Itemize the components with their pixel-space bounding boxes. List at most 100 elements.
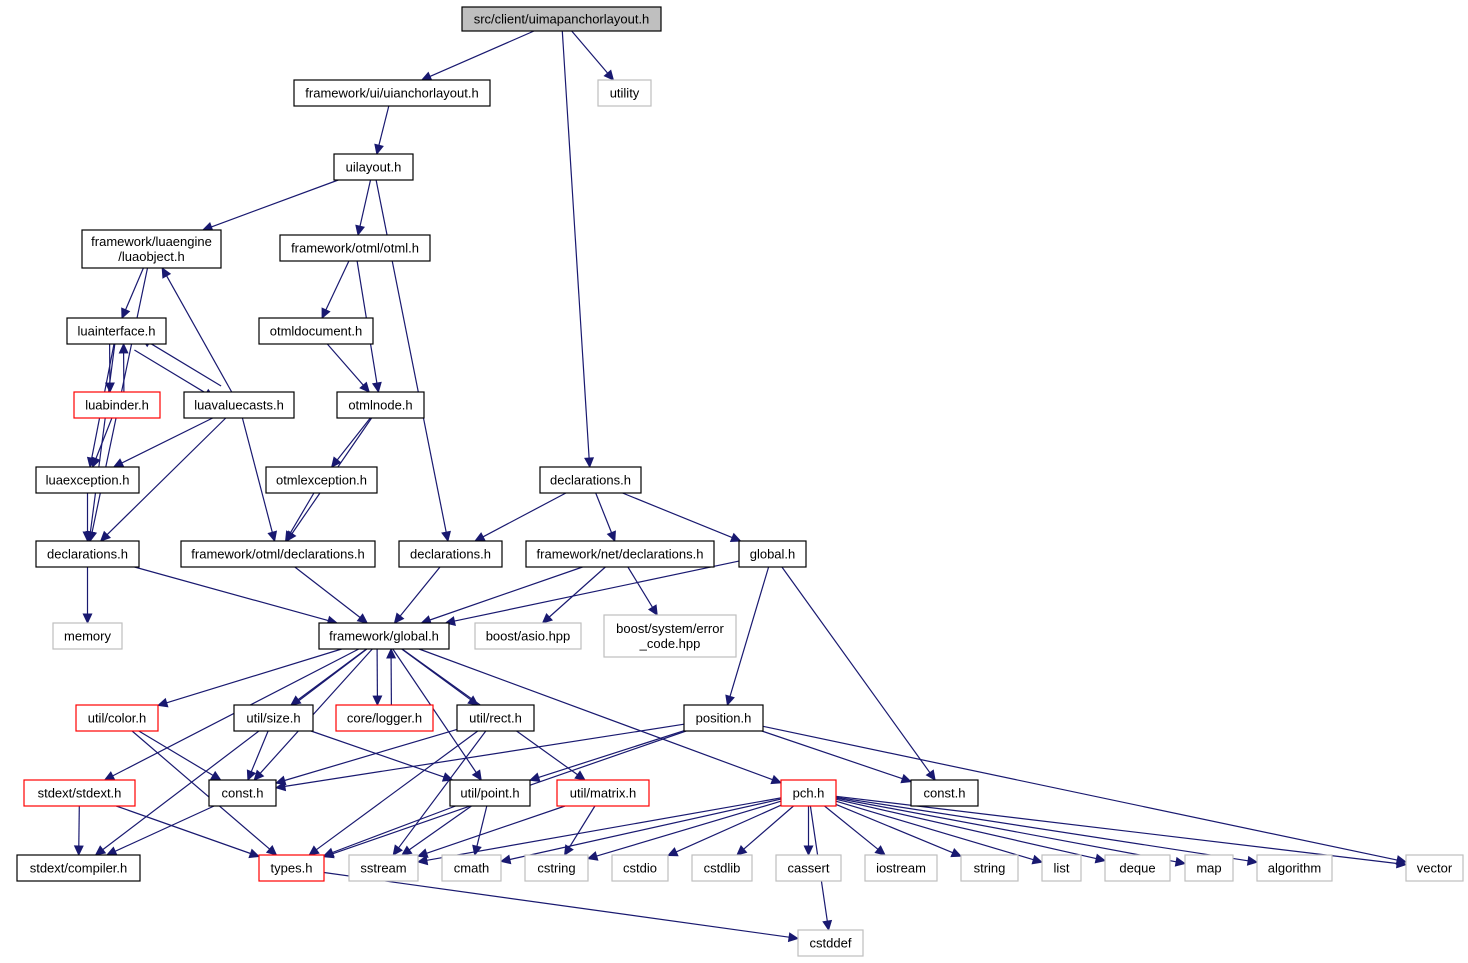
arrowhead-framework_global-to-point	[471, 769, 482, 781]
node-label: framework/otml/declarations.h	[191, 547, 364, 562]
node-box	[1041, 854, 1082, 882]
arrowhead-global-to-const_client	[925, 769, 936, 781]
node-cstddef: cstddef	[797, 929, 864, 957]
arrowhead-matrix-to-cstring	[563, 844, 574, 856]
arrowhead-position-to-const_fw	[274, 781, 287, 792]
node-box	[456, 704, 535, 732]
node-box	[441, 854, 502, 882]
node-box	[66, 317, 167, 345]
node-luavaluecasts[interactable]: luavaluecasts.h	[183, 391, 295, 419]
node-label: const.h	[924, 786, 966, 801]
node-global[interactable]: global.h	[738, 540, 807, 568]
node-size[interactable]: util/size.h	[233, 704, 314, 732]
node-label: otmlexception.h	[276, 473, 367, 488]
arrowhead-framework_global-to-rect	[467, 695, 479, 706]
node-label: string	[974, 861, 1006, 876]
node-error_code: boost/system/error_code.hpp	[603, 614, 737, 658]
node-otmlexception[interactable]: otmlexception.h	[265, 466, 378, 494]
node-label: stdext/compiler.h	[30, 861, 128, 876]
node-luaobject[interactable]: framework/luaengine/luaobject.h	[81, 229, 222, 269]
arrowhead-stdext-to-compiler	[73, 845, 84, 857]
arrowhead-declarations_client-to-declarations_ui	[474, 532, 486, 542]
node-box	[525, 540, 715, 568]
arrowhead-root-to-utility	[603, 69, 615, 81]
node-otml[interactable]: framework/otml/otml.h	[279, 234, 431, 262]
node-label: otmldocument.h	[270, 324, 363, 339]
edge-global-to-position	[729, 566, 770, 697]
edge-luavaluecasts-to-luainterface	[148, 342, 222, 387]
edge-stdext-to-types	[115, 805, 251, 855]
node-otml_declarations[interactable]: framework/otml/declarations.h	[180, 540, 376, 568]
edge-types-to-cstddef	[323, 871, 790, 938]
node-uianchorlayout[interactable]: framework/ui/uianchorlayout.h	[293, 79, 491, 107]
node-label: deque	[1119, 861, 1155, 876]
node-label: framework/net/declarations.h	[537, 547, 704, 562]
arrowhead-declarations_client-to-global	[729, 532, 742, 543]
edge-declarations_ui-to-framework_global	[399, 566, 441, 617]
arrowhead-luabinder-to-luainterface	[118, 342, 129, 354]
node-pch[interactable]: pch.h	[780, 779, 837, 807]
node-uilayout[interactable]: uilayout.h	[333, 153, 414, 181]
node-declarations_lua[interactable]: declarations.h	[35, 540, 140, 568]
node-otmlnode[interactable]: otmlnode.h	[336, 391, 425, 419]
node-label: src/client/uimapanchorlayout.h	[474, 12, 650, 27]
arrowhead-pch-to-list	[1031, 854, 1044, 865]
node-label: /luaobject.h	[118, 249, 185, 264]
edge-rect-to-const_fw	[284, 728, 458, 782]
node-logger[interactable]: core/logger.h	[335, 704, 434, 732]
node-matrix[interactable]: util/matrix.h	[556, 779, 650, 807]
edge-pch-to-deque	[835, 798, 1097, 860]
node-box	[23, 779, 136, 807]
node-color[interactable]: util/color.h	[75, 704, 159, 732]
arrowhead-stdext-to-types	[248, 848, 261, 859]
arrowhead-root-to-uianchorlayout	[420, 71, 433, 81]
arrowhead-pch-to-cassert	[803, 845, 814, 857]
arrowhead-net_declarations-to-asio	[541, 612, 553, 624]
edge-net_declarations-to-framework_global	[429, 566, 583, 621]
node-label: util/point.h	[460, 786, 519, 801]
node-box	[81, 229, 222, 269]
node-label: util/color.h	[88, 711, 147, 726]
node-label: framework/global.h	[329, 629, 439, 644]
edge-position-to-vector	[762, 725, 1398, 861]
arrowhead-uilayout-to-otml	[355, 224, 365, 237]
arrowhead-framework_global-to-stdext	[103, 771, 116, 781]
node-point[interactable]: util/point.h	[449, 779, 531, 807]
node-root[interactable]: src/client/uimapanchorlayout.h	[461, 6, 662, 32]
node-otmldocument[interactable]: otmldocument.h	[258, 317, 374, 345]
node-types[interactable]: types.h	[258, 854, 325, 882]
edge-pch-to-cstdlib	[743, 805, 794, 850]
node-framework_global[interactable]: framework/global.h	[318, 622, 450, 650]
node-luaexception[interactable]: luaexception.h	[35, 466, 140, 494]
arrowhead-rect-to-sstream	[392, 844, 403, 856]
node-deque: deque	[1104, 854, 1171, 882]
node-cassert: cassert	[775, 854, 842, 882]
edge-global-to-framework_global	[454, 560, 740, 622]
edge-luavaluecasts-to-otml_declarations	[241, 417, 273, 533]
node-luainterface[interactable]: luainterface.h	[66, 317, 167, 345]
node-cstdio: cstdio	[611, 854, 669, 882]
edge-luavaluecasts-to-declarations_lua	[106, 417, 227, 536]
arrowhead-luavaluecasts-to-otml_declarations	[267, 530, 278, 543]
node-cstdlib: cstdlib	[691, 854, 753, 882]
node-rect[interactable]: util/rect.h	[456, 704, 535, 732]
edge-pch-to-list	[835, 800, 1034, 861]
arrowhead-net_declarations-to-error_code	[647, 604, 658, 617]
edge-stdext-to-compiler	[78, 805, 80, 847]
edge-framework_global-to-const_fw	[259, 648, 373, 774]
node-box	[1184, 854, 1234, 882]
node-vector: vector	[1405, 854, 1464, 882]
node-declarations_client[interactable]: declarations.h	[539, 466, 642, 494]
node-luabinder[interactable]: luabinder.h	[73, 391, 161, 419]
node-const_fw[interactable]: const.h	[208, 779, 277, 807]
arrowhead-otmlexception-to-otml_declarations	[284, 530, 295, 543]
node-stdext[interactable]: stdext/stdext.h	[23, 779, 136, 807]
edge-pch-to-algorithm	[835, 796, 1249, 862]
node-compiler[interactable]: stdext/compiler.h	[16, 854, 141, 882]
node-const_client[interactable]: const.h	[910, 779, 979, 807]
node-declarations_ui[interactable]: declarations.h	[398, 540, 503, 568]
node-net_declarations[interactable]: framework/net/declarations.h	[525, 540, 715, 568]
node-position[interactable]: position.h	[683, 704, 764, 732]
node-box	[797, 929, 864, 957]
node-label: pch.h	[793, 786, 825, 801]
